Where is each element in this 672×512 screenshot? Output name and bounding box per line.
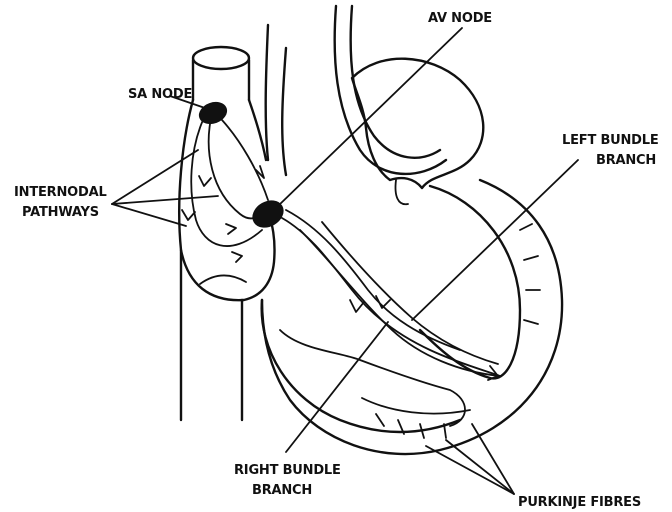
label-internodal-line1: INTERNODAL xyxy=(14,185,107,200)
superior-vena-cava xyxy=(193,47,249,100)
label-purkinje-fibres: PURKINJE FIBRES xyxy=(518,495,641,510)
label-left-bundle-line1: LEFT BUNDLE xyxy=(562,133,659,148)
label-right-bundle-line1: RIGHT BUNDLE xyxy=(234,463,341,478)
atrial-septum xyxy=(249,100,266,160)
left-atrium xyxy=(352,59,483,188)
label-internodal-line2: PATHWAYS xyxy=(22,205,99,220)
right-ventricle-inner xyxy=(280,330,465,426)
label-av-node: AV NODE xyxy=(428,11,492,26)
bundle-branches xyxy=(282,210,500,380)
label-right-bundle-line2: BRANCH xyxy=(252,483,312,498)
purkinje-fibres xyxy=(362,224,540,438)
label-sa-node: SA NODE xyxy=(128,87,192,102)
internodal-pathways xyxy=(182,120,268,262)
right-ventricle-lower-wall xyxy=(262,300,460,432)
left-ventricle-inner xyxy=(420,186,520,378)
label-left-bundle-line2: BRANCH xyxy=(596,153,656,168)
